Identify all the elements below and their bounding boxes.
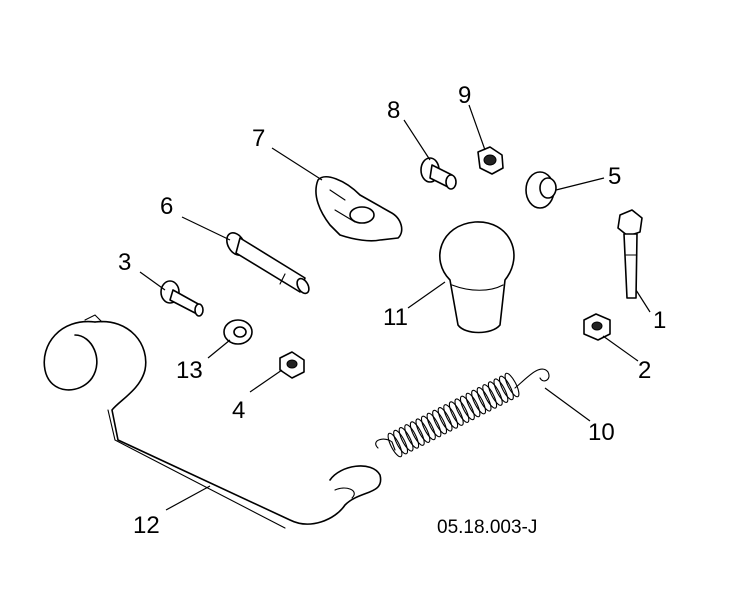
drawing-code: 05.18.003-J [437, 517, 537, 538]
spring-coil [493, 378, 509, 403]
callout-7: 7 [252, 125, 265, 152]
callout-5: 5 [608, 163, 621, 190]
callout-9: 9 [458, 82, 471, 109]
part-8-pin [420, 157, 457, 190]
part-4-nut [279, 351, 305, 379]
callout-12: 12 [133, 512, 160, 539]
spring-coil [387, 432, 403, 458]
spring-coil [426, 412, 442, 438]
part-1-bolt [617, 209, 643, 299]
callout-6: 6 [160, 193, 173, 220]
part-13-bushing [223, 319, 253, 345]
callout-3: 3 [118, 249, 131, 276]
spring-coil [443, 404, 459, 429]
spring-coil [393, 429, 409, 455]
spring-coil [420, 415, 436, 441]
part-7-bracket [315, 176, 403, 242]
spring-coil [465, 392, 481, 418]
callout-1: 1 [653, 307, 666, 334]
spring-coil [454, 398, 470, 423]
part-6-pin [226, 232, 310, 295]
leader-lines [139, 104, 651, 511]
spring-coil [504, 372, 520, 398]
callout-8: 8 [387, 97, 400, 124]
callout-4: 4 [232, 397, 245, 424]
spring-coil [459, 395, 475, 421]
callout-13: 13 [176, 357, 203, 384]
part-2-nut [583, 313, 611, 341]
spring-coil [487, 381, 503, 406]
spring-coil [437, 407, 453, 432]
part-3-shoulder-bolt [160, 280, 204, 317]
part-12-bent-rod [43, 314, 382, 529]
spring-coil [398, 427, 414, 452]
spring-coil [482, 384, 498, 409]
part-11-knob [439, 221, 515, 334]
part-9-lock-nut [477, 146, 504, 175]
spring-coil [409, 421, 425, 446]
part-10-spring [375, 368, 550, 458]
spring-coil [432, 409, 448, 435]
spring-coil [404, 424, 420, 449]
callout-10: 10 [588, 419, 615, 446]
spring-coil [471, 389, 487, 415]
spring-coil [476, 387, 492, 412]
spring-coil [415, 418, 431, 443]
part-5-spacer [525, 171, 557, 209]
spring-coil [448, 401, 464, 426]
callout-11: 11 [383, 304, 408, 331]
callout-2: 2 [638, 357, 651, 384]
spring-coil [498, 375, 514, 401]
